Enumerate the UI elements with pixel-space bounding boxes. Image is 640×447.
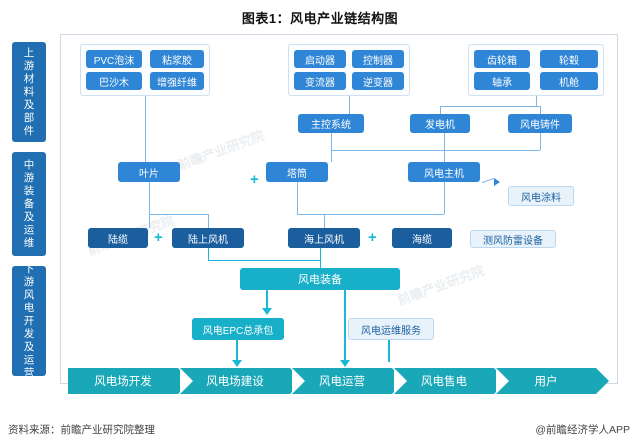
connector-control-to-main <box>331 133 332 162</box>
credit-note: @前瞻经济学人APP <box>535 424 630 436</box>
stage-label-upstream-text: 上游材料及部件 <box>23 46 35 137</box>
box-land-cable[interactable]: 陆缆 <box>88 228 148 248</box>
connector-mech-down <box>536 96 537 106</box>
stage-label-downstream-text: 下游风电开发及运营 <box>23 262 35 379</box>
arrow-down-flow <box>340 360 350 367</box>
connector-electric-to-control <box>349 96 350 114</box>
connector-onshore-to-equipment-v <box>208 248 209 260</box>
box-inverter[interactable]: 逆变器 <box>352 72 404 90</box>
box-main-control-system[interactable]: 主控系统 <box>298 114 364 133</box>
plus-icon-3: + <box>250 171 259 188</box>
box-tower[interactable]: 塔筒 <box>266 162 328 182</box>
box-generator[interactable]: 发电机 <box>410 114 470 133</box>
box-nacelle[interactable]: 机舱 <box>540 72 598 90</box>
connector-castings-to-main <box>444 150 540 151</box>
box-wind-epc[interactable]: 风电EPC总承包 <box>192 318 284 340</box>
box-gearbox[interactable]: 齿轮箱 <box>474 50 530 68</box>
box-adhesive[interactable]: 粘浆胶 <box>150 50 204 68</box>
box-sea-cable[interactable]: 海缆 <box>392 228 452 248</box>
box-hub[interactable]: 轮毂 <box>540 50 598 68</box>
connector-mech-to-generator <box>440 106 540 107</box>
connector-om-to-flow <box>388 340 390 362</box>
arrow-main-to-coating <box>494 178 500 186</box>
stage-label-midstream-text: 中游装备及运维 <box>23 158 35 249</box>
connector-equipment-to-flow <box>344 290 346 362</box>
connector-castings-up <box>540 106 541 114</box>
flow-step-sales[interactable]: 风电售电 <box>394 368 507 394</box>
flow-step-operation[interactable]: 风电运营 <box>292 368 405 394</box>
stage-label-midstream: 中游装备及运维 <box>12 152 46 256</box>
box-wind-om-service[interactable]: 风电运维服务 <box>348 318 434 340</box>
connector-tower-down <box>297 182 298 214</box>
connector-offshore-up <box>324 214 325 228</box>
arrow-down-construction <box>232 360 242 367</box>
box-blade[interactable]: 叶片 <box>118 162 180 182</box>
box-starter[interactable]: 启动器 <box>294 50 346 68</box>
connector-equipment-to-epc <box>266 290 268 310</box>
connector-offshore-to-equipment <box>320 248 321 268</box>
plus-icon-1: + <box>154 229 163 246</box>
stage-label-downstream: 下游风电开发及运营 <box>12 263 46 379</box>
box-wind-lightning-device[interactable]: 测风防雷设备 <box>470 230 556 248</box>
box-onshore-turbine[interactable]: 陆上风机 <box>172 228 244 248</box>
connector-equip-h-left <box>208 260 320 261</box>
flow-step-development[interactable]: 风电场开发 <box>68 368 191 394</box>
connector-epc-to-flow <box>236 340 238 362</box>
flow-step-construction[interactable]: 风电场建设 <box>180 368 303 394</box>
plus-icon-2: + <box>368 229 377 246</box>
box-pvc-foam[interactable]: PVC泡沫 <box>86 50 142 68</box>
connector-main-down <box>444 182 445 214</box>
source-note: 资料来源：前瞻产业研究院整理 <box>8 424 155 436</box>
box-reinforced-fiber[interactable]: 增强纤维 <box>150 72 204 90</box>
box-bearing[interactable]: 轴承 <box>474 72 530 90</box>
box-wind-turbine-main[interactable]: 风电主机 <box>408 162 480 182</box>
connector-main-to-offshore <box>324 214 444 215</box>
box-wind-equipment[interactable]: 风电装备 <box>240 268 400 290</box>
connector-onshore-up <box>208 214 209 228</box>
page-title: 图表1：风电产业链结构图 <box>241 11 399 26</box>
box-balsa-wood[interactable]: 巴沙木 <box>86 72 142 90</box>
connector-castings-down <box>540 133 541 150</box>
box-offshore-turbine[interactable]: 海上风机 <box>288 228 360 248</box>
connector-blade-to-onshore <box>149 182 150 228</box>
connector-generator-up <box>440 106 441 114</box>
box-wind-coating[interactable]: 风电涂料 <box>508 186 574 206</box>
box-wind-castings[interactable]: 风电铸件 <box>508 114 572 133</box>
flow-step-user[interactable]: 用户 <box>496 368 609 394</box>
connector-tower-h <box>297 214 324 215</box>
box-controller[interactable]: 控制器 <box>352 50 404 68</box>
arrow-down-epc <box>262 308 272 315</box>
box-converter[interactable]: 变流器 <box>294 72 346 90</box>
connector-row2-to-main-h <box>331 150 444 151</box>
connector-materials-to-blade <box>145 96 146 162</box>
connector-generator-to-main <box>444 133 445 162</box>
connector-blade-h <box>149 214 208 215</box>
stage-label-upstream: 上游材料及部件 <box>12 42 46 142</box>
